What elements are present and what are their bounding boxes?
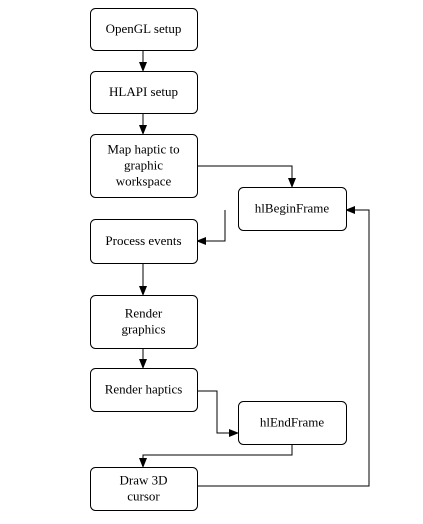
node-label-map-haptic-line-3: workspace [116,174,172,189]
node-box-draw-cursor [90,467,198,511]
node-label-draw-cursor-line-2: cursor [127,489,160,504]
node-process-events: Process events [90,219,198,264]
node-label-hl-begin-frame: hlBeginFrame [255,201,330,216]
node-box-render-haptics [90,368,198,412]
node-label-process-events: Process events [105,233,181,248]
node-label-opengl-setup: OpenGL setup [106,21,182,36]
node-box-map-haptic [90,134,198,198]
arrow-map-haptic-to-hl-begin-frame [197,165,296,188]
node-box-hlapi-setup [90,71,198,114]
node-label-render-graphics-line-1: Render [125,306,163,321]
node-box-render-graphics [90,295,198,349]
node-label-hl-end-frame: hlEndFrame [260,415,324,430]
arrow-render-haptics-to-hl-end-frame [197,390,239,437]
node-label-render-haptics: Render haptics [105,382,183,397]
node-label-render-graphics-line-2: graphics [121,322,165,337]
arrow-hl-end-frame-to-draw-cursor [139,444,293,468]
node-box-hl-begin-frame [238,187,347,231]
arrow-hl-begin-frame-to-process-events [196,210,226,245]
node-opengl-setup: OpenGL setup [90,8,198,51]
node-render-haptics: Render haptics [90,368,198,412]
node-box-process-events [90,219,198,264]
node-label-hlapi-setup: HLAPI setup [109,84,178,99]
node-hlapi-setup: HLAPI setup [90,71,198,114]
edges-layer [139,50,370,487]
node-label-map-haptic-line-1: Map haptic to [107,142,179,157]
node-box-hl-end-frame [238,401,347,445]
node-hl-end-frame: hlEndFrame [238,401,347,445]
node-label-draw-cursor-line-1: Draw 3D [119,473,167,488]
node-hl-begin-frame: hlBeginFrame [238,187,347,231]
arrow-draw-cursor-to-hl-begin-frame [197,206,370,487]
node-label-map-haptic-line-2: graphic [124,158,163,173]
node-box-opengl-setup [90,8,198,51]
